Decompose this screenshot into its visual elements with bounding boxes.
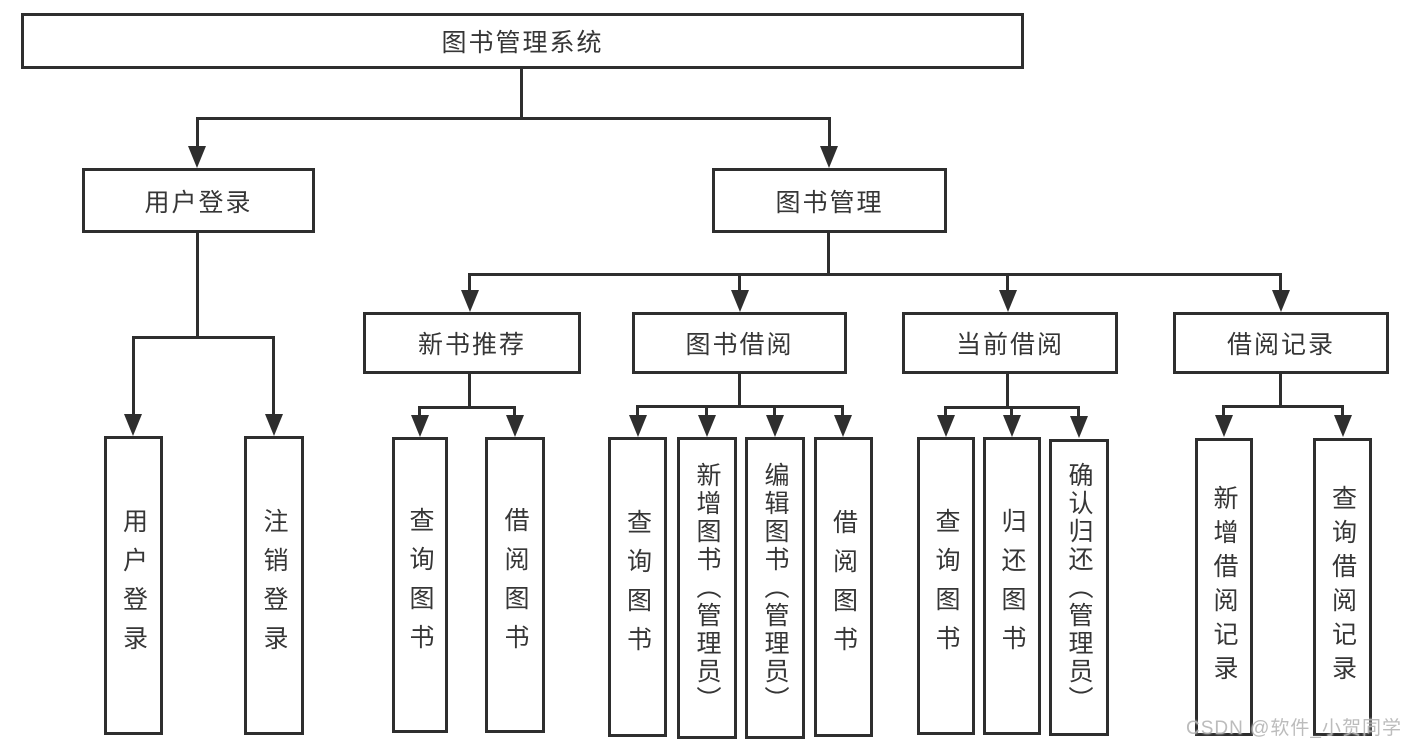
leaf-return-books: 归还图书 xyxy=(983,437,1041,735)
connector-drop-nb-borrow xyxy=(513,406,516,416)
arrow-down-icon xyxy=(1215,415,1233,437)
leaf-newbooks-borrow-books-label: 借阅图书 xyxy=(501,507,529,663)
connector-drop-bb-query xyxy=(636,405,639,416)
leaf-add-borrow-record-label: 新增借阅记录 xyxy=(1210,485,1238,689)
node-book-borrow: 图书借阅 xyxy=(632,312,847,374)
leaf-query-borrow-record-label: 查询借阅记录 xyxy=(1328,485,1357,689)
connector-drop-bb-add xyxy=(705,405,708,416)
connector-book-borrow-branch xyxy=(636,405,844,408)
arrow-down-icon xyxy=(937,415,955,437)
node-root-library-system: 图书管理系统 xyxy=(21,13,1024,69)
leaf-add-borrow-record: 新增借阅记录 xyxy=(1195,438,1253,736)
connector-new-books-stem xyxy=(468,374,471,406)
node-new-book-recommend: 新书推荐 xyxy=(363,312,581,374)
leaf-borrow-query-books-label: 查询图书 xyxy=(623,509,652,665)
connector-borrow-records-branch xyxy=(1223,405,1343,408)
connector-drop-bb-borrow xyxy=(841,405,844,416)
csdn-watermark: CSDN @软件_小贺同学 xyxy=(1186,718,1402,739)
leaf-logout: 注销登录 xyxy=(244,436,304,735)
arrow-down-icon xyxy=(1070,416,1088,438)
leaf-add-book-admin-label: 新增图书（管理员） xyxy=(693,462,721,714)
node-borrow-records: 借阅记录 xyxy=(1173,312,1389,374)
connector-root-stem xyxy=(520,69,523,117)
leaf-borrow-query-books: 查询图书 xyxy=(608,437,667,737)
arrow-down-icon xyxy=(1272,290,1290,312)
connector-drop-cb-query xyxy=(944,406,947,416)
connector-drop-cb-confirm xyxy=(1077,406,1080,416)
arrow-down-icon xyxy=(124,414,142,436)
leaf-confirm-return-admin: 确认归还（管理员） xyxy=(1049,439,1109,736)
connector-drop-current-borrow xyxy=(1006,273,1009,292)
leaf-edit-book-admin: 编辑图书（管理员） xyxy=(745,437,805,739)
connector-drop-cb-return xyxy=(1010,406,1013,416)
leaf-user-login-label: 用户登录 xyxy=(119,507,148,664)
connector-book-mgmt-branch xyxy=(469,273,1282,276)
leaf-current-query-books: 查询图书 xyxy=(917,437,975,735)
leaf-user-login: 用户登录 xyxy=(104,436,163,735)
node-current-borrow: 当前借阅 xyxy=(902,312,1118,374)
leaf-confirm-return-admin-label: 确认归还（管理员） xyxy=(1065,461,1093,714)
arrow-down-icon xyxy=(506,415,524,437)
leaf-logout-label: 注销登录 xyxy=(260,507,288,664)
leaf-return-books-label: 归还图书 xyxy=(998,508,1026,664)
connector-current-borrow-stem xyxy=(1006,374,1009,406)
leaf-add-book-admin: 新增图书（管理员） xyxy=(677,437,737,739)
arrow-down-icon xyxy=(834,415,852,437)
leaf-newbooks-borrow-books: 借阅图书 xyxy=(485,437,545,733)
connector-drop-user-login xyxy=(196,117,199,148)
connector-drop-book-borrow xyxy=(738,273,741,292)
connector-drop-bb-edit xyxy=(773,405,776,416)
connector-book-borrow-stem xyxy=(738,374,741,406)
arrow-down-icon xyxy=(411,415,429,437)
arrow-down-icon xyxy=(698,415,716,437)
leaf-borrow-borrow-books: 借阅图书 xyxy=(814,437,873,737)
leaf-borrow-borrow-books-label: 借阅图书 xyxy=(829,509,858,665)
leaf-newbooks-query-books-label: 查询图书 xyxy=(406,507,434,663)
leaf-current-query-books-label: 查询图书 xyxy=(932,508,960,664)
connector-user-login-branch xyxy=(132,336,275,339)
arrow-down-icon xyxy=(461,290,479,312)
connector-drop-br-query xyxy=(1341,405,1344,416)
connector-drop-leaf-logout xyxy=(272,336,275,416)
connector-drop-br-add xyxy=(1222,405,1225,416)
node-book-management: 图书管理 xyxy=(712,168,947,233)
arrow-down-icon xyxy=(1334,415,1352,437)
connector-drop-leaf-user-login xyxy=(132,336,135,416)
arrow-down-icon xyxy=(188,146,206,168)
connector-new-books-branch xyxy=(419,406,516,409)
connector-drop-borrow-records xyxy=(1279,273,1282,292)
leaf-query-borrow-record: 查询借阅记录 xyxy=(1313,438,1372,736)
arrow-down-icon xyxy=(766,415,784,437)
arrow-down-icon xyxy=(820,146,838,168)
connector-borrow-records-stem xyxy=(1279,374,1282,405)
connector-drop-nb-query xyxy=(418,406,421,416)
connector-root-branch xyxy=(196,117,830,120)
connector-drop-new-books xyxy=(468,273,471,292)
leaf-newbooks-query-books: 查询图书 xyxy=(392,437,448,733)
arrow-down-icon xyxy=(999,290,1017,312)
arrow-down-icon xyxy=(265,414,283,436)
arrow-down-icon xyxy=(731,290,749,312)
connector-book-mgmt-stem xyxy=(827,233,830,273)
leaf-edit-book-admin-label: 编辑图书（管理员） xyxy=(761,462,789,714)
arrow-down-icon xyxy=(629,415,647,437)
connector-user-login-stem xyxy=(196,233,199,336)
node-user-login: 用户登录 xyxy=(82,168,315,233)
connector-drop-book-mgmt xyxy=(828,117,831,148)
arrow-down-icon xyxy=(1003,415,1021,437)
